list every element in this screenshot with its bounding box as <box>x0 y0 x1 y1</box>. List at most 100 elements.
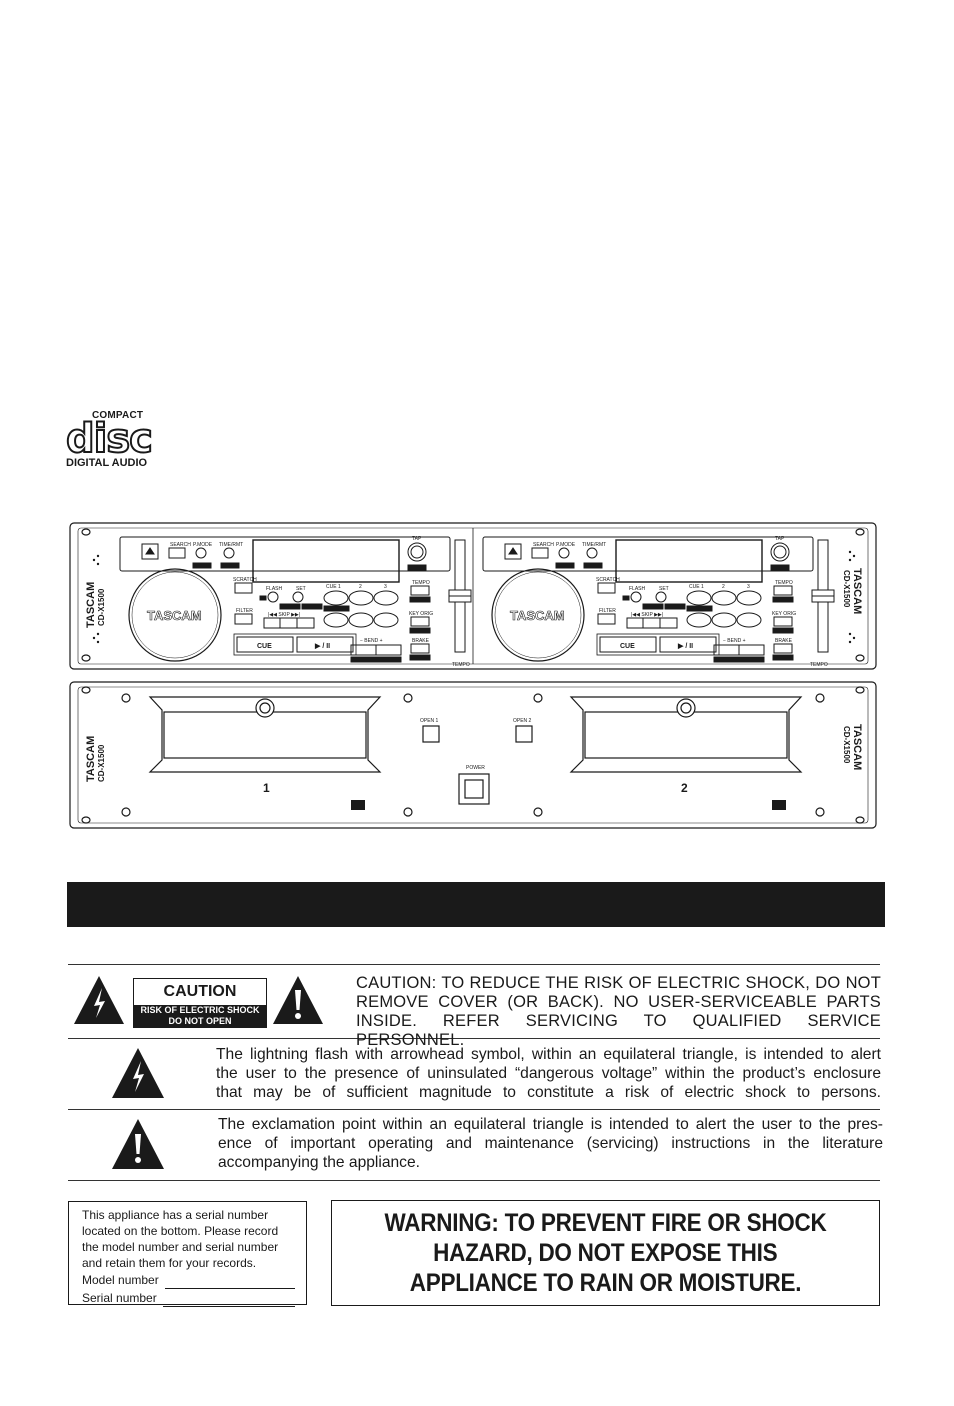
divider <box>68 1109 880 1110</box>
power-button[interactable] <box>458 773 490 805</box>
transport-labels: OPEN 1 OPEN 2 POWER 1 2 TASCAM CD-X1500 … <box>85 718 863 810</box>
search-button[interactable] <box>531 547 549 559</box>
cue2-label: 2 <box>359 584 362 590</box>
warning-box: WARNING: TO PREVENT FIRE OR SHOCK HAZARD… <box>331 1200 880 1306</box>
time-rmt-button[interactable] <box>586 547 598 559</box>
model-label: CD-X1500 <box>842 726 851 764</box>
p-mode-button[interactable] <box>558 547 570 559</box>
side-brand-left: TASCAM CD-X1500 <box>85 554 106 644</box>
open-2-label: OPEN 2 <box>513 718 532 724</box>
filter-label: FILTER <box>599 608 616 614</box>
cd-logo-digital-audio: DIGITAL AUDIO <box>66 457 148 469</box>
jog-wheel[interactable] <box>128 568 222 662</box>
jog-wheel[interactable] <box>491 568 585 662</box>
exclamation-paragraph: The exclamation point within an equilate… <box>218 1115 883 1172</box>
tap-label: TAP <box>775 536 785 542</box>
scratch-label: SCRATCH <box>596 577 620 583</box>
model-number-label: Model number <box>82 1273 159 1287</box>
model-number-field[interactable]: Model number <box>82 1271 306 1289</box>
lightning-paragraph: The lightning flash with arrowhead symbo… <box>216 1045 881 1102</box>
divider <box>68 1038 880 1039</box>
set-label: SET <box>296 586 306 592</box>
cue-button[interactable] <box>236 636 294 653</box>
tap-button[interactable] <box>770 542 790 562</box>
deck-left <box>119 536 472 663</box>
caution-label-line-1: RISK OF ELECTRIC SHOCK <box>140 1005 260 1015</box>
eject-button[interactable] <box>141 543 159 560</box>
section-bar <box>67 882 885 927</box>
caution-label: CAUTION RISK OF ELECTRIC SHOCK DO NOT OP… <box>133 978 267 1028</box>
warning-line: WARNING: TO PREVENT FIRE OR SHOCK <box>384 1209 827 1237</box>
lightning-warning-icon <box>74 976 124 1024</box>
tap-button[interactable] <box>407 542 427 562</box>
cue2-label: 2 <box>722 584 725 590</box>
paragraph-line: the user to the presence of uninsulated … <box>216 1065 881 1082</box>
cd-logo-compact: COMPACT <box>92 410 144 421</box>
cd-logo-disc: disc <box>65 416 154 462</box>
cue-button[interactable] <box>599 636 657 653</box>
open-2-button[interactable] <box>515 725 533 743</box>
cd-logo-small <box>772 800 786 810</box>
brand-label: TASCAM <box>85 736 97 782</box>
side-brand-right: TASCAM CD-X1500 <box>842 550 863 644</box>
open-1-label: OPEN 1 <box>420 718 439 724</box>
serial-number-line[interactable] <box>162 1294 295 1307</box>
caution-text-line: REMOVE COVER (OR BACK). NO USER-SERVICEA… <box>356 993 881 1011</box>
skip-label: |◀◀ SKIP ▶▶| <box>631 612 663 618</box>
play-label: ▶ / II <box>314 643 330 650</box>
filter-label: FILTER <box>236 608 253 614</box>
tempo-label: TEMPO <box>452 662 470 668</box>
search-label: SEARCH <box>533 542 554 548</box>
caution-text: CAUTION: TO REDUCE THE RISK OF ELECTRIC … <box>356 974 881 1050</box>
search-button[interactable] <box>168 547 186 559</box>
model-number-line[interactable] <box>164 1276 295 1289</box>
p-mode-label: P.MODE <box>193 542 213 548</box>
set-label: SET <box>659 586 669 592</box>
paragraph-line: that may be of sufficient magnitude to c… <box>216 1084 881 1101</box>
caution-text-line: INSIDE. REFER SERVICING TO QUALIFIED SER… <box>356 1012 881 1049</box>
device-svg: TASCAM CD-X1500 TASCAM CD-X1500 <box>69 522 877 829</box>
transport-unit <box>69 681 877 829</box>
serial-number-field[interactable]: Serial number <box>82 1289 306 1307</box>
caution-label-title: CAUTION <box>163 983 237 1000</box>
cue1-button[interactable] <box>686 590 712 606</box>
tap-label: TAP <box>412 536 422 542</box>
paragraph-line: ence of important operating and maintena… <box>218 1135 883 1152</box>
serial-box-line: and retain them for your records. <box>82 1256 257 1270</box>
jog-brand: TASCAM <box>510 608 565 623</box>
cue3-label: 3 <box>747 584 750 590</box>
brand-label: TASCAM <box>85 582 97 628</box>
caution-label-subtitle: RISK OF ELECTRIC SHOCK DO NOT OPEN <box>134 1005 266 1027</box>
flash-label: FLASH <box>629 586 646 592</box>
cue1-button[interactable] <box>323 590 349 606</box>
paragraph-line: accompanying the appliance. <box>218 1154 420 1171</box>
model-label: CD-X1500 <box>97 744 106 782</box>
time-rmt-label: TIME/RMT <box>219 542 243 548</box>
right-deck-labels: SEARCH P.MODE TIME/RMT TAP SCRATCH FLASH… <box>510 536 828 668</box>
disc-tray-2[interactable] <box>569 696 803 773</box>
device-illustration: TASCAM CD-X1500 TASCAM CD-X1500 <box>68 520 880 832</box>
disc-tray-1[interactable] <box>148 696 382 773</box>
lightning-warning-icon <box>112 1048 164 1098</box>
serial-number-box: This appliance has a serial number locat… <box>68 1201 307 1307</box>
model-label: CD-X1500 <box>97 588 106 626</box>
time-rmt-label: TIME/RMT <box>582 542 606 548</box>
cue1-label: CUE 1 <box>689 584 704 590</box>
flash-label: FLASH <box>266 586 283 592</box>
search-label: SEARCH <box>170 542 191 548</box>
time-rmt-button[interactable] <box>223 547 235 559</box>
left-deck-labels: SEARCH P.MODE TIME/RMT TAP SCRATCH FLASH… <box>147 536 470 668</box>
eject-button[interactable] <box>504 543 522 560</box>
skip-label: |◀◀ SKIP ▶▶| <box>268 612 300 618</box>
p-mode-label: P.MODE <box>556 542 576 548</box>
cue1-label: CUE 1 <box>326 584 341 590</box>
divider <box>68 1180 880 1181</box>
deck-right <box>482 536 835 663</box>
paragraph-line: The exclamation point within an equilate… <box>218 1116 883 1133</box>
exclamation-warning-icon <box>273 976 323 1024</box>
display-window <box>252 539 400 583</box>
p-mode-button[interactable] <box>195 547 207 559</box>
open-1-button[interactable] <box>422 725 440 743</box>
serial-box-line: This appliance has a serial number <box>82 1208 269 1222</box>
cd-logo-small <box>351 800 365 810</box>
